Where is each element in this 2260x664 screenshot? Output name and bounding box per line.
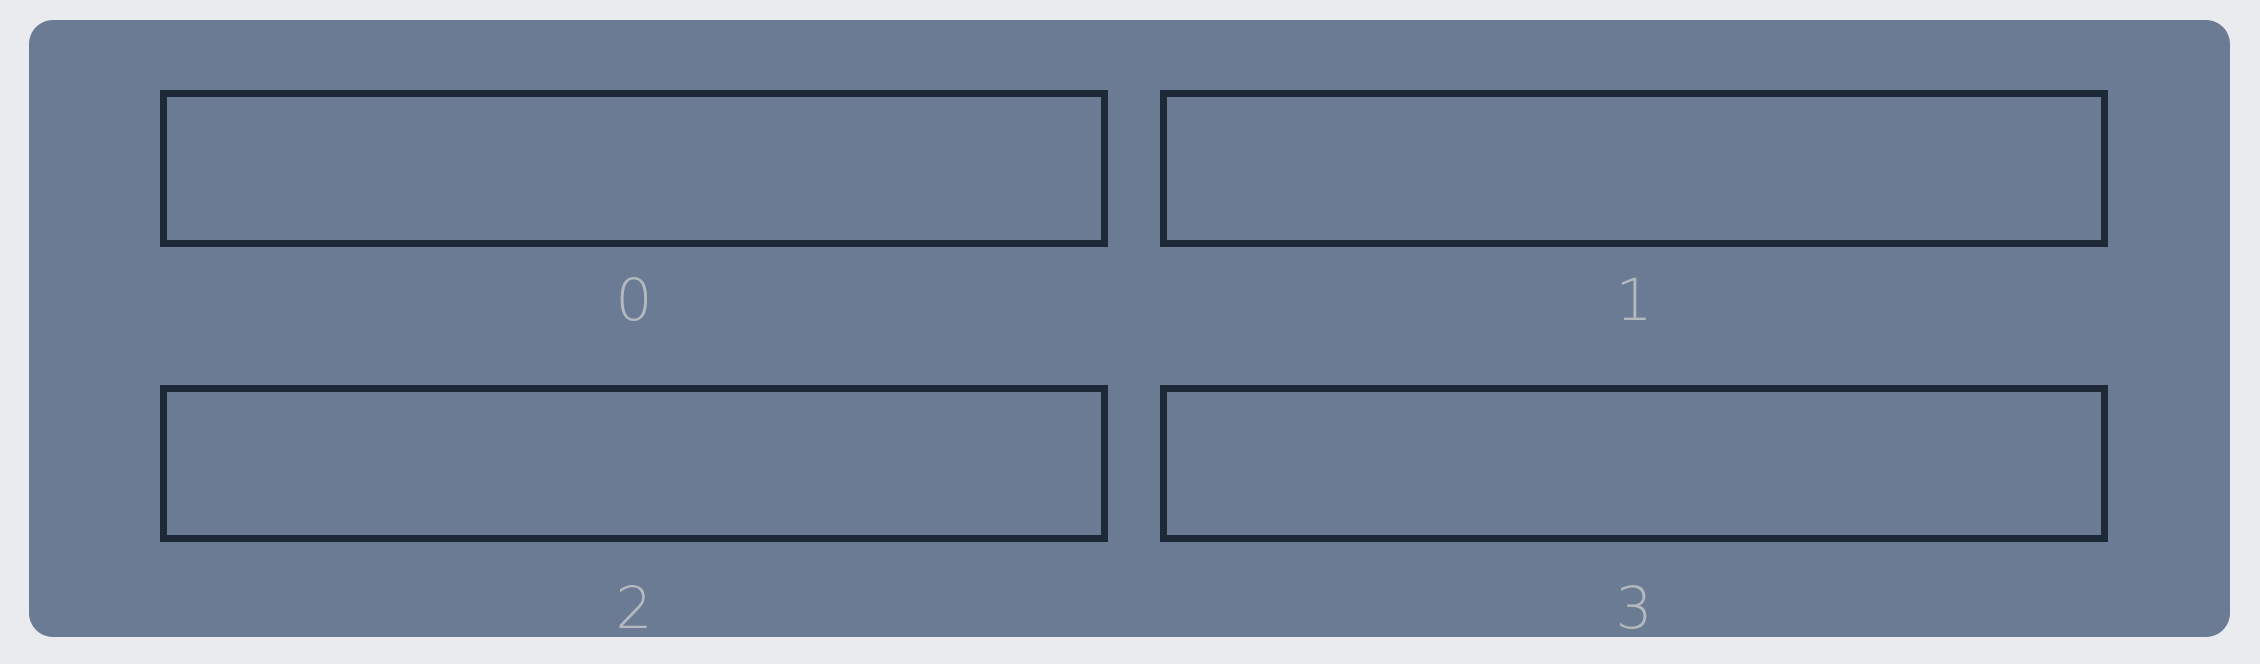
slot-box-1[interactable] <box>1160 90 2108 247</box>
slot-label-3: 3 <box>1615 574 1653 642</box>
slot-label-0: 0 <box>615 266 653 334</box>
slot-box-2[interactable] <box>160 385 1108 542</box>
slot-grid-panel: 0 1 2 3 <box>29 20 2230 637</box>
slot-box-3[interactable] <box>1160 385 2108 542</box>
slot-label-1: 1 <box>1615 266 1653 334</box>
slot-box-0[interactable] <box>160 90 1108 247</box>
slot-label-2: 2 <box>615 574 653 642</box>
